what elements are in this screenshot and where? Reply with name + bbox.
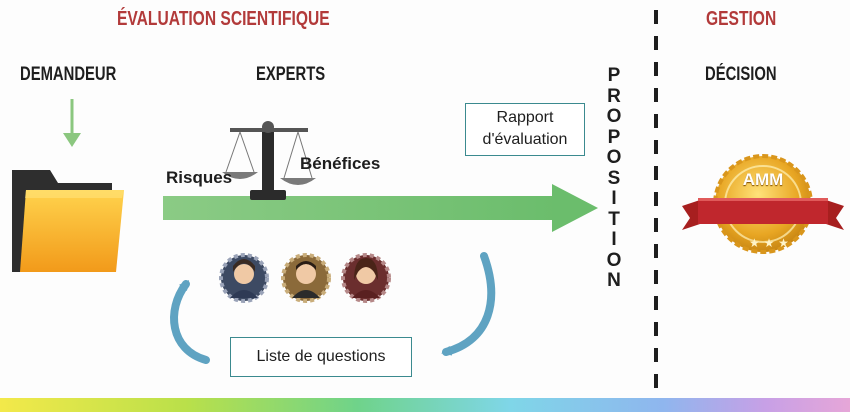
cycle-arrow-icon [170, 252, 496, 364]
label-benefices: Bénéfices [300, 154, 381, 173]
proposition-letter: T [608, 208, 620, 230]
proposition-letter: R [607, 85, 621, 107]
report-box-line2: d'évaluation [482, 131, 568, 148]
demandeur-down-arrow [63, 99, 81, 147]
expert-avatar-icon [281, 253, 331, 303]
expert-avatar-icon [341, 253, 391, 303]
svg-text:★ ★ ★: ★ ★ ★ [749, 236, 789, 250]
label-demandeur: DEMANDEUR [20, 64, 117, 85]
report-box-line1: Rapport [496, 109, 554, 126]
proposition-letter: O [606, 106, 622, 127]
label-decision: DÉCISION [705, 64, 777, 85]
label-experts: EXPERTS [256, 64, 326, 85]
medal-icon: ★ ★ ★ [682, 154, 844, 254]
report-box: Rapport d'évaluation [465, 103, 585, 156]
proposition-letter: P [607, 65, 621, 86]
questions-box: Liste de questions [230, 337, 412, 377]
folder-icon [12, 170, 124, 272]
proposition-vertical-label: P R O P O S I T I O N [602, 65, 626, 292]
proposition-letter: P [607, 126, 621, 148]
proposition-letter: N [607, 270, 621, 291]
proposition-letter: O [606, 249, 622, 271]
proposition-letter: I [611, 188, 617, 209]
proposition-letter: O [606, 147, 622, 168]
rainbow-band [0, 398, 850, 412]
label-risques: Risques [166, 168, 233, 187]
header-gestion: GESTION [706, 8, 777, 30]
expert-avatar-icon [219, 253, 269, 303]
proposition-letter: I [611, 229, 617, 250]
main-green-arrow [163, 184, 598, 232]
proposition-letter: S [607, 167, 621, 189]
header-evaluation: ÉVALUATION SCIENTIFIQUE [117, 8, 330, 30]
seal-label: AMM [742, 170, 784, 189]
balance-scale-icon [222, 121, 316, 200]
